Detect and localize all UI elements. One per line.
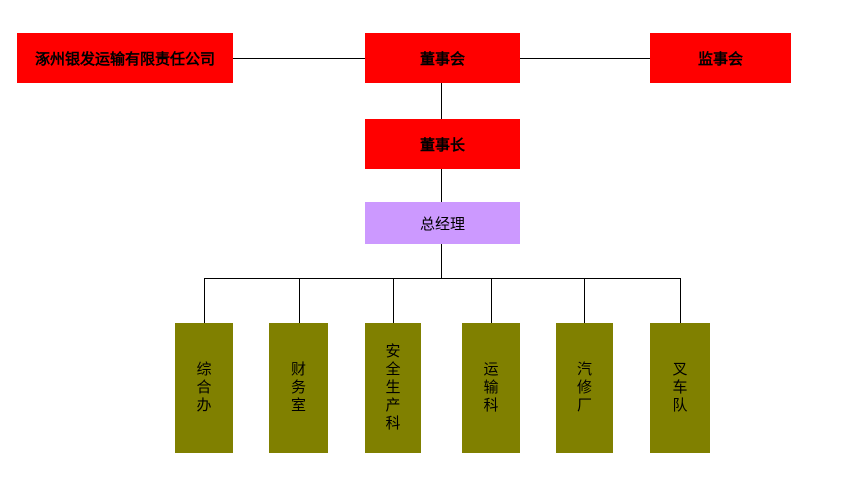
department-box: 安全生产科 (365, 323, 421, 453)
connector-line (584, 278, 585, 323)
department-box: 综合办 (175, 323, 233, 453)
connector-line (299, 278, 300, 323)
general-manager-box: 总经理 (365, 202, 520, 244)
supervisors-box: 监事会 (650, 33, 791, 83)
connector-line (204, 278, 205, 323)
department-box: 财务室 (269, 323, 328, 453)
connector-line (441, 83, 442, 119)
connector-line (680, 278, 681, 323)
connector-line (393, 278, 394, 323)
chairman-box: 董事长 (365, 119, 520, 169)
connector-line (204, 278, 681, 279)
connector-line (441, 244, 442, 278)
department-box: 运输科 (462, 323, 520, 453)
board-box: 董事会 (365, 33, 520, 83)
department-box: 汽修厂 (556, 323, 613, 453)
company-box: 涿州银发运输有限责任公司 (17, 33, 233, 83)
department-box: 叉车队 (650, 323, 710, 453)
connector-line (441, 169, 442, 202)
connector-line (491, 278, 492, 323)
